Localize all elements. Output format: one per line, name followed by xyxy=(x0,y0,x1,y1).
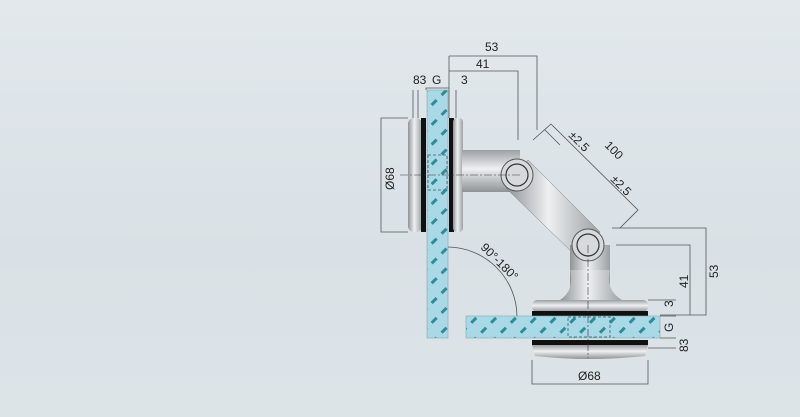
dim-left-diameter: Ø68 xyxy=(383,167,397,190)
dim-bottom-diameter: Ø68 xyxy=(578,369,601,383)
dim-top-gap: G xyxy=(432,73,441,87)
dim-diagonal-tol-2: ±2.5 xyxy=(608,172,635,199)
lower-bottom-disc xyxy=(532,345,648,359)
dim-top-83: 83 xyxy=(413,73,427,87)
lower-top-disc xyxy=(532,300,648,312)
right-gasket xyxy=(449,118,454,232)
dim-top-3: 3 xyxy=(461,73,468,87)
dim-top-overall: 53 xyxy=(485,40,499,54)
dim-diagonal-length: 100 xyxy=(602,138,626,162)
glass-bolt xyxy=(427,154,448,191)
dim-right-83: 83 xyxy=(677,338,691,352)
dim-top-arm: 41 xyxy=(476,57,490,71)
vertical-glass-panel xyxy=(426,89,449,339)
dim-right-overall: 53 xyxy=(707,264,721,278)
left-gasket xyxy=(421,118,426,232)
dim-diagonal-tol-1: ±2.5 xyxy=(566,128,593,155)
angle-range-label: 90°-180° xyxy=(478,240,521,283)
dim-right-gap: G xyxy=(662,323,676,332)
dim-right-arm: 41 xyxy=(677,274,691,288)
dim-right-3: 3 xyxy=(662,300,676,307)
horizontal-glass-panel xyxy=(465,315,661,339)
